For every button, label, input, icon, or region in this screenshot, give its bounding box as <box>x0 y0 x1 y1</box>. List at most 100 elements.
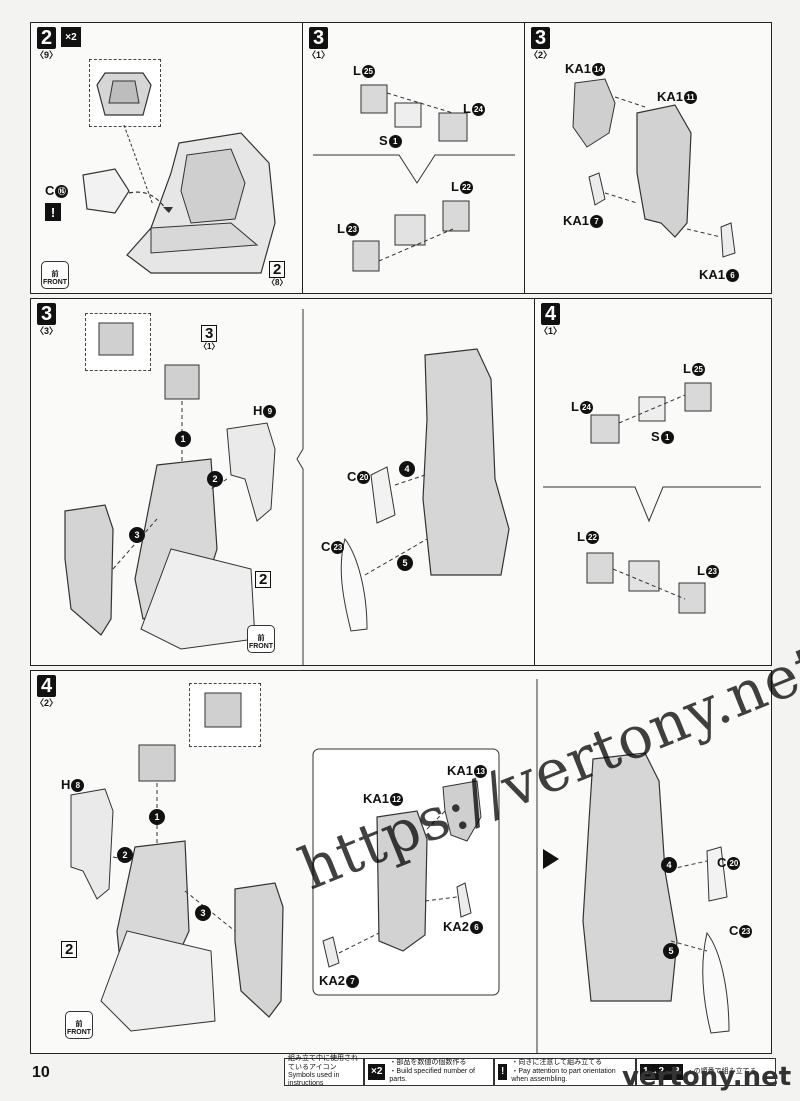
part-letter: KA1 <box>563 213 590 228</box>
step-number: 3 <box>36 303 57 325</box>
part-letter: C <box>347 469 357 484</box>
step-arrow-3: 3 <box>195 905 211 921</box>
legend-title: 組み立て中に使用されているアイコン Symbols used in instru… <box>284 1055 364 1087</box>
legend-title-jp: 組み立て中に使用されているアイコン <box>288 1055 358 1071</box>
step-number: 3 <box>308 27 329 49</box>
reference-part-2: 2 <box>255 571 272 588</box>
legend-warn-text: ・向きに注意して組み立てる ・Pay attention to part ori… <box>511 1059 632 1084</box>
part-number: 24 <box>579 401 593 415</box>
front-en: FRONT <box>66 1029 92 1036</box>
part-number: 22 <box>459 181 473 195</box>
part-number: 23 <box>345 223 359 237</box>
legend-x2: ×2 ・部品を数値の個数作る ・Build specified number o… <box>364 1058 494 1086</box>
reference-step: 3 〈1〉 <box>199 325 219 351</box>
reference-part-2: 2 <box>61 941 78 958</box>
part-number: 25 <box>361 65 375 79</box>
part-number: 23 <box>739 925 753 939</box>
step-arrow-2: 2 <box>207 471 223 487</box>
step-sub: 〈2〉 <box>35 698 59 708</box>
reference-number: 3 <box>201 325 218 342</box>
part-letter: KA1 <box>699 267 726 282</box>
warning-icon: ! <box>498 1064 508 1080</box>
part-number: 7 <box>346 975 360 989</box>
reference-sub: 〈8〉 <box>267 278 288 287</box>
front-jp: 前 <box>257 635 265 642</box>
step-arrow-5: 5 <box>397 555 413 571</box>
step-label: 3 〈1〉 <box>307 27 330 60</box>
legend-x2-en: ・Build specified number of parts. <box>389 1067 476 1084</box>
step-arrow-3: 3 <box>129 527 145 543</box>
part-number: 1 <box>388 135 402 149</box>
legend-warning: ! ・向きに注意して組み立てる ・Pay attention to part o… <box>494 1058 636 1086</box>
part-letter: L <box>353 63 361 78</box>
front-en: FRONT <box>248 643 274 650</box>
part-letter: KA2 <box>443 919 470 934</box>
part-number: 23 <box>705 565 719 579</box>
warning-icon: ! <box>45 203 61 221</box>
step-arrow-4: 4 <box>399 461 415 477</box>
times-two-icon: ×2 <box>61 27 81 47</box>
reference-number: 2 <box>61 941 78 958</box>
part-number: 12 <box>390 793 404 807</box>
step-label: 4 〈1〉 <box>539 303 562 336</box>
part-letter: H <box>253 403 263 418</box>
part-letter: KA1 <box>447 763 474 778</box>
part-number: 9 <box>263 405 277 419</box>
step-label: 2 〈9〉 <box>35 27 58 60</box>
part-letter: KA2 <box>319 973 346 988</box>
assembly-drawing <box>313 84 515 272</box>
front-indicator-icon: 前 FRONT <box>65 1011 93 1039</box>
step-sub: 〈3〉 <box>35 326 59 336</box>
part-letter: C <box>321 539 331 554</box>
part-letter: L <box>697 563 705 578</box>
step-number: 2 <box>36 27 57 49</box>
part-letter: L <box>577 529 585 544</box>
assembly-drawing <box>70 679 730 1053</box>
part-letter: H <box>61 777 71 792</box>
part-letter: KA1 <box>657 89 684 104</box>
front-jp: 前 <box>75 1021 83 1028</box>
page-number: 10 <box>32 1064 50 1081</box>
front-jp: 前 <box>51 271 59 278</box>
legend-warn-en: ・Pay attention to part orientation when … <box>511 1067 616 1084</box>
part-number: 6 <box>726 269 740 283</box>
part-number: 13 <box>474 765 488 779</box>
assembly-drawing <box>82 72 276 274</box>
icon-legend: 組み立て中に使用されているアイコン Symbols used in instru… <box>284 1055 776 1087</box>
step-label: 3 〈3〉 <box>35 303 58 336</box>
step-label: 3 〈2〉 <box>529 27 552 60</box>
part-letter: L <box>463 101 471 116</box>
reference-step: 2 〈8〉 <box>267 261 287 287</box>
legend-x2-jp: ・部品を数値の個数作る <box>389 1059 467 1067</box>
part-number: 6 <box>470 921 484 935</box>
part-letter: S <box>379 133 388 148</box>
step-number: 4 <box>540 303 561 325</box>
part-number: 25 <box>691 363 705 377</box>
reference-number: 2 <box>269 261 286 278</box>
part-letter: L <box>337 221 345 236</box>
part-letter: C <box>717 855 727 870</box>
step-sub: 〈1〉 <box>307 50 331 60</box>
part-number: 8 <box>71 779 85 793</box>
reference-sub: 〈1〉 <box>199 342 220 351</box>
front-indicator-icon: 前 FRONT <box>41 261 69 289</box>
step-number: 3 <box>530 27 551 49</box>
